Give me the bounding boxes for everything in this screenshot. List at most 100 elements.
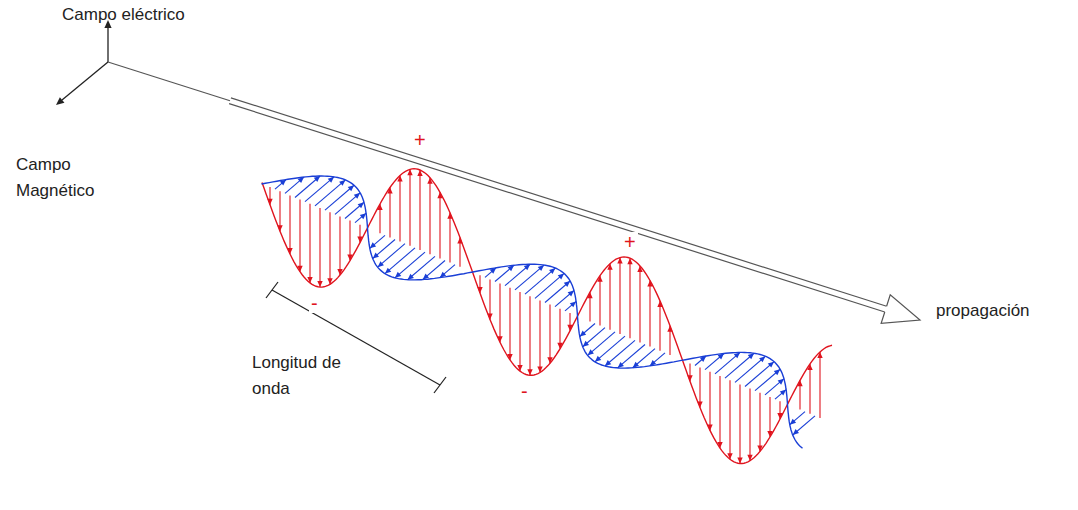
electric-wave: [262, 169, 832, 464]
electric-vector: [649, 281, 650, 347]
electric-vector: [609, 264, 610, 330]
electric-vector: [519, 292, 520, 371]
magnetic-vector: [605, 340, 635, 366]
magnetic-arrowhead: [354, 193, 360, 199]
em-wave: [262, 169, 833, 464]
magnetic-vector: [325, 185, 354, 210]
magnetic-arrowhead: [570, 301, 576, 307]
electric-vector: [289, 195, 290, 254]
magnetic-vector: [595, 336, 625, 362]
magnetic-vector: [588, 332, 615, 355]
magnetic-arrowhead: [385, 268, 391, 274]
propagation-arrowhead: [881, 295, 920, 324]
magnetic-vector: [790, 412, 805, 425]
polarity-sign: +: [622, 232, 638, 252]
magnetic-arrowhead: [580, 331, 586, 337]
electric-vector: [419, 170, 420, 250]
magnetic-arrowhead: [348, 185, 354, 191]
electric-vector: [549, 305, 550, 364]
magnetic-arrowhead: [595, 356, 601, 362]
axes: [56, 20, 920, 323]
dimension-tick: [266, 282, 278, 298]
magnetic-arrowhead: [768, 362, 774, 368]
magnetic-arrowhead: [618, 362, 624, 368]
magnetic-vector: [525, 268, 555, 294]
magnetic-arrowhead: [780, 390, 786, 396]
electric-vector: [449, 213, 450, 263]
magnetic-vector: [378, 244, 405, 267]
magnetic-vector: [395, 252, 425, 278]
dimension-label: Longitud de onda: [252, 350, 360, 403]
axis-label: Campo eléctrico: [62, 2, 185, 28]
magnetic-vector: [735, 356, 765, 382]
magnetic-arrowhead: [568, 290, 574, 296]
electric-vector: [399, 176, 400, 242]
magnetic-vector: [725, 353, 754, 378]
electric-vector: [739, 384, 740, 463]
magnetic-vector: [775, 390, 786, 399]
electric-vector: [299, 200, 300, 272]
magnetic-arrowhead: [748, 353, 754, 359]
electric-vector: [759, 393, 760, 452]
magnetic-vector: [535, 273, 564, 298]
electric-vector: [639, 266, 640, 342]
magnetic-vector: [305, 177, 334, 202]
magnetic-vector: [545, 281, 570, 302]
electric-vector: [659, 301, 660, 351]
electric-vector: [629, 258, 630, 338]
propagation-shaft: [231, 98, 887, 306]
electric-vector: [729, 380, 730, 459]
magnetic-arrowhead: [538, 265, 544, 271]
magnetic-arrowhead: [360, 213, 366, 219]
magnetic-arrowhead: [774, 369, 780, 375]
magnetic-arrowhead: [339, 180, 345, 186]
electric-vector: [499, 284, 500, 343]
magnetic-vector: [755, 369, 780, 390]
magnetic-vector: [355, 213, 366, 222]
magnetic-vector: [793, 416, 815, 435]
propagation-axis: [108, 62, 230, 101]
magnetic-vector: [515, 265, 544, 290]
magnetic-vector: [335, 193, 360, 214]
magnetic-arrowhead: [378, 261, 384, 267]
magnetic-vector: [715, 352, 740, 373]
electric-vector: [409, 169, 410, 245]
magnetic-arrowhead: [564, 281, 570, 287]
magnetic-arrowhead: [408, 274, 414, 280]
wavelength-bracket: [266, 282, 446, 393]
propagation-shaft: [229, 104, 885, 312]
electric-vector: [819, 352, 820, 418]
electric-vector: [709, 372, 710, 431]
electric-vector: [809, 364, 810, 414]
magnetic-vector: [370, 235, 385, 248]
electric-vector: [719, 376, 720, 448]
electric-vector: [339, 216, 340, 275]
magnetic-vector: [315, 180, 345, 206]
electric-vector: [429, 178, 430, 254]
axis-label: Campo Magnético: [16, 152, 126, 205]
magnetic-arrowhead: [588, 349, 594, 355]
electric-vector: [509, 288, 510, 360]
magnetic-arrowhead: [370, 242, 376, 248]
magnetic-vector: [408, 256, 435, 279]
magnetic-vector: [565, 301, 576, 310]
electric-vector: [529, 296, 530, 375]
magnetic-vector: [618, 345, 645, 368]
magnetic-arrowhead: [583, 341, 589, 347]
dimension-tick: [434, 377, 446, 393]
electric-vector: [319, 208, 320, 287]
magnetic-wave: [262, 176, 803, 448]
electric-vector: [539, 300, 540, 372]
magnetic-arrowhead: [759, 356, 765, 362]
electric-axis: [107, 26, 108, 62]
magnetic-vector: [580, 324, 595, 337]
electric-vector: [749, 389, 750, 461]
electric-vector: [599, 276, 600, 326]
electric-vector: [309, 204, 310, 283]
magnetic-arrowhead: [549, 268, 555, 274]
magnetic-arrowhead: [373, 253, 379, 259]
electric-vector: [389, 188, 390, 238]
magnetic-arrowhead: [778, 379, 784, 385]
electric-vector: [439, 192, 440, 258]
magnetic-axis: [62, 62, 108, 100]
